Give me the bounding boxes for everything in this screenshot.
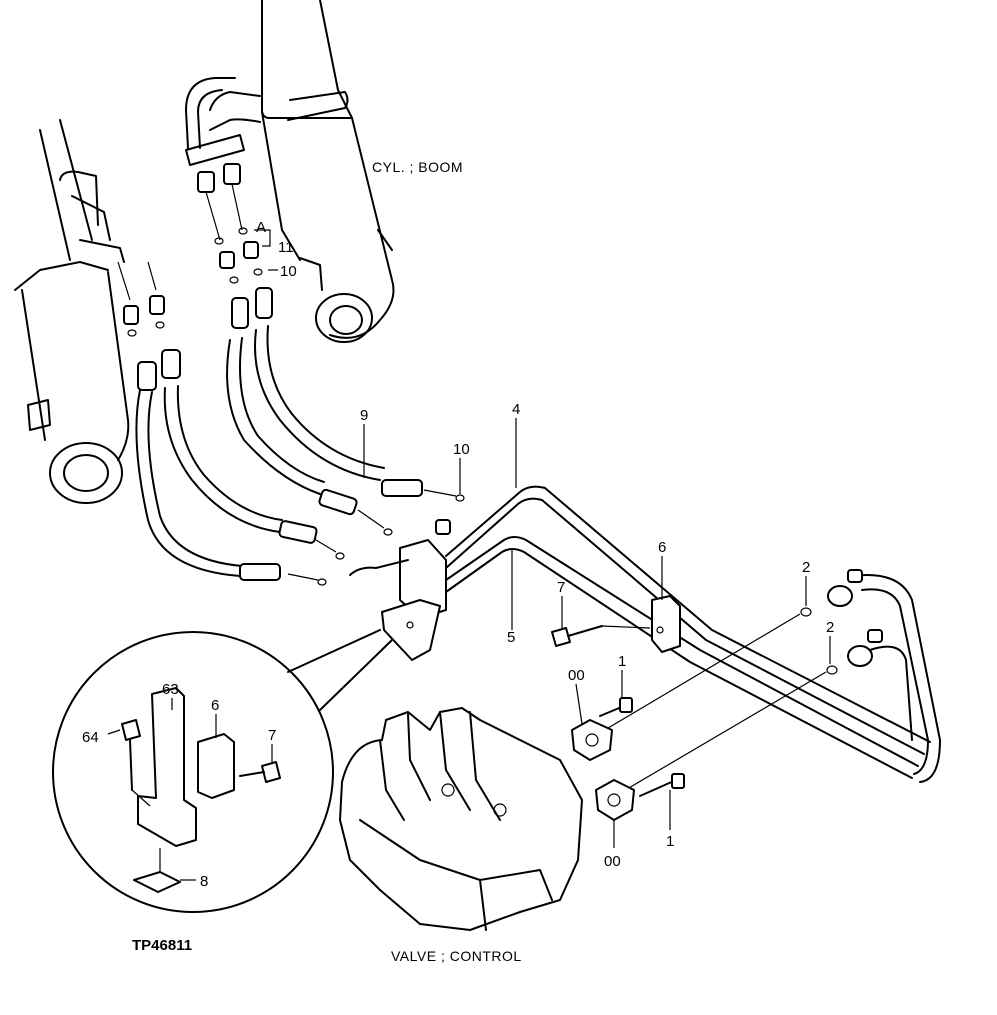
callout-6: 6 [658,539,666,556]
caption-cyl-boom: CYL. ; BOOM [372,159,463,175]
callout-5: 5 [507,629,515,646]
control-valve [339,697,685,931]
detail-callout-63: 63 [162,681,179,698]
steel-lines [445,485,941,793]
callout-1-lower: 1 [666,833,674,850]
figure-reference: TP46811 [132,937,192,954]
detail-callout-6: 6 [211,697,219,714]
callout-4: 4 [512,401,520,418]
detail-callout-7: 7 [268,727,276,744]
callout-00-upper: 00 [568,667,585,684]
callout-a: A [256,219,266,236]
manifold-block [349,519,451,661]
detail-callout-8: 8 [200,873,208,890]
boom-cylinder-left [14,119,165,504]
callout-11: 11 [278,239,294,256]
leaders [107,229,831,881]
callout-10-top: 10 [280,263,297,280]
callout-9: 9 [360,407,368,424]
detail-callout-64: 64 [82,729,99,746]
callout-00-lower: 00 [604,853,621,870]
detail-zoom [52,629,393,913]
callout-2-lower: 2 [826,619,834,636]
callout-1-upper: 1 [618,653,626,670]
callout-2-upper: 2 [802,559,810,576]
caption-valve-control: VALVE ; CONTROL [391,948,522,964]
boom-cylinder-right [261,0,395,343]
boom-cylinder-right-fittings [185,77,263,284]
callout-7: 7 [557,579,565,596]
callout-10: 10 [453,441,470,458]
hoses [135,287,465,586]
